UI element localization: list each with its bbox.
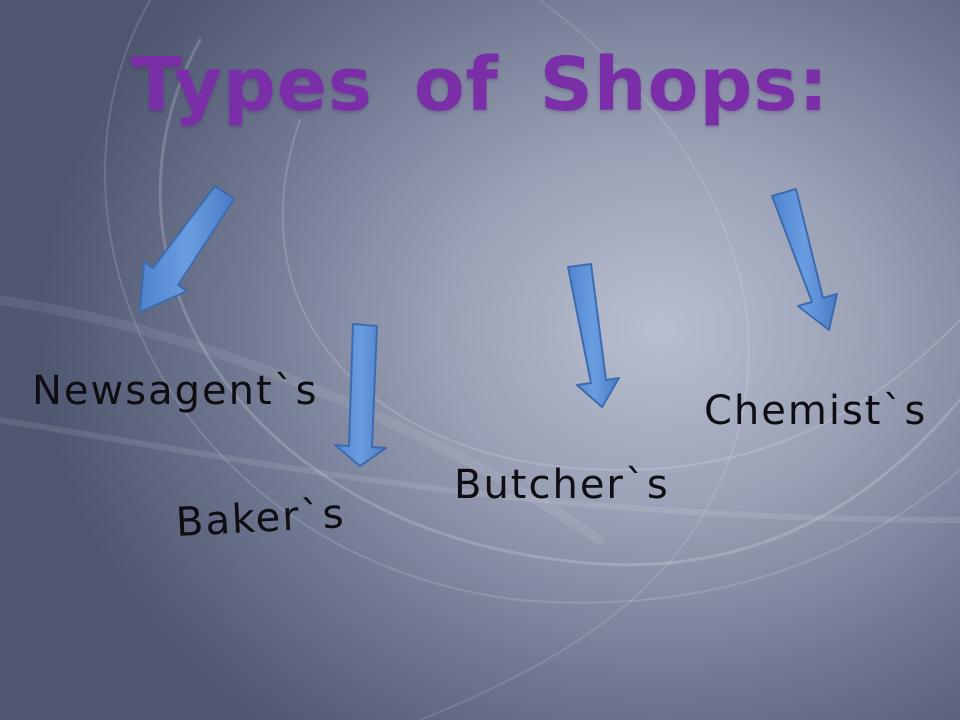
shop-label-butcher: Butcher`s (454, 462, 670, 508)
shop-label-newsagent: Newsagent`s (32, 368, 319, 414)
arrow-baker-icon (334, 323, 387, 467)
shop-label-chemist: Chemist`s (704, 388, 928, 434)
shop-label-baker: Baker`s (174, 491, 347, 546)
arrow-chemist-icon (771, 188, 838, 331)
arrow-butcher-icon (567, 263, 620, 408)
arrow-newsagent-icon (139, 185, 235, 313)
slide-title: Types of Shops: (130, 42, 830, 128)
